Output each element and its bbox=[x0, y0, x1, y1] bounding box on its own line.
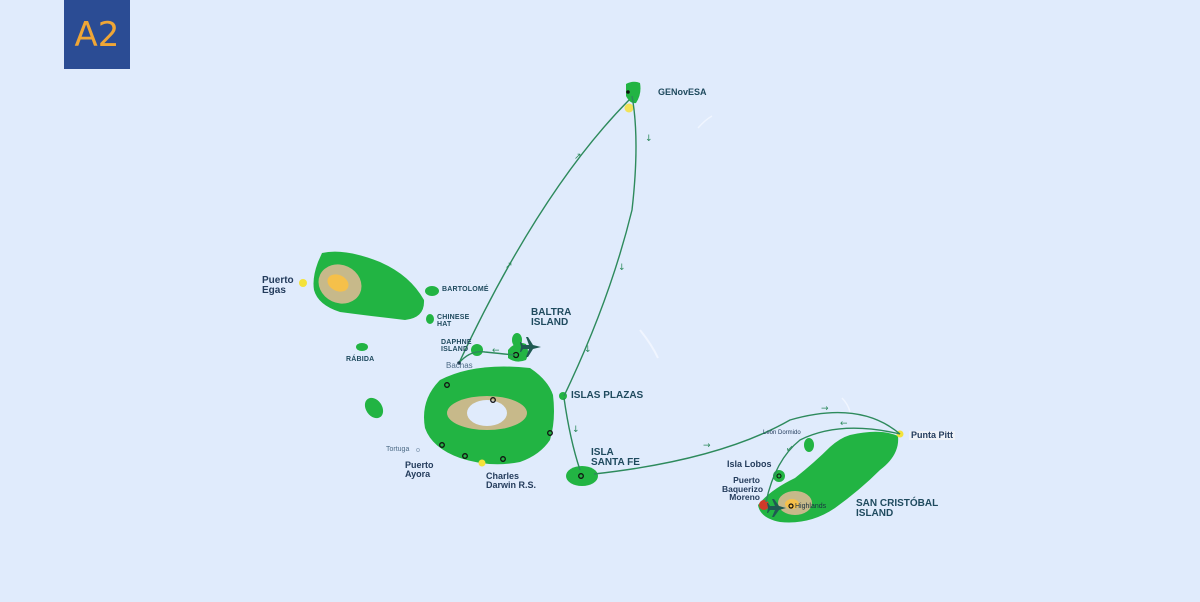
svg-text:←: ← bbox=[840, 419, 848, 429]
santa-fe-island bbox=[566, 466, 598, 486]
genovesa-stop-marker bbox=[624, 103, 634, 113]
baltra-label: BALTRA ISLAND bbox=[531, 307, 572, 328]
puerto-baquerizo-label: Puerto Baquerizo Moreno bbox=[722, 475, 764, 502]
charles-darwin-marker bbox=[478, 459, 486, 467]
daphne-island bbox=[471, 344, 483, 356]
tortuga-marker bbox=[416, 448, 420, 452]
leon-dormido-label: León Dormido bbox=[763, 430, 801, 436]
bachas-label: Bachas bbox=[446, 361, 473, 370]
san-cristobal-label: SAN CRISTÓBAL ISLAND bbox=[856, 498, 939, 519]
islas-plazas-label: ISLAS PLAZAS bbox=[571, 390, 644, 401]
badge-label: A2 bbox=[74, 14, 120, 55]
isla-lobos-label: Isla Lobos bbox=[727, 459, 772, 469]
airplane-icon bbox=[520, 337, 541, 357]
bartolome-label: BARTOLOMÉ bbox=[442, 286, 489, 293]
svg-text:↙: ↙ bbox=[786, 444, 794, 454]
cruise-route bbox=[458, 95, 901, 503]
genovesa-label: GENovESA bbox=[658, 87, 707, 97]
bartolome-island bbox=[425, 286, 439, 296]
svg-text:→: → bbox=[821, 404, 829, 414]
punta-pitt-label: Punta Pitt bbox=[909, 430, 955, 440]
puerto-egas-label: Puerto Egas bbox=[262, 275, 294, 296]
santa-fe-label: ISLA SANTA FE bbox=[591, 447, 640, 468]
svg-text:↗: ↗ bbox=[574, 152, 582, 162]
puerto-egas-marker bbox=[299, 279, 307, 287]
puerto-baquerizo-marker bbox=[759, 500, 769, 510]
svg-text:↓: ↓ bbox=[618, 263, 626, 273]
chinese-hat-island bbox=[426, 314, 434, 324]
daphne-label: DAPHNE ISLAND bbox=[441, 339, 472, 353]
santiago-island bbox=[313, 251, 425, 320]
svg-text:↓: ↓ bbox=[572, 425, 580, 435]
rabida-label: RÁBIDA bbox=[346, 356, 375, 363]
map-badge: A2 bbox=[64, 0, 130, 69]
highlands-label: Highlands bbox=[795, 503, 827, 510]
tortuga-label: Tortuga bbox=[386, 446, 410, 453]
genovesa-island bbox=[626, 81, 641, 104]
svg-text:←: ← bbox=[492, 346, 500, 356]
rabida-island bbox=[356, 343, 368, 351]
svg-text:↗: ↗ bbox=[505, 261, 513, 271]
bachas-marker bbox=[457, 361, 461, 365]
charles-darwin-label: Charles Darwin R.S. bbox=[486, 471, 537, 490]
chinese-hat-label: CHINESE HAT bbox=[437, 314, 470, 328]
route-arrows: ↗ ↗ ↓ ↓ ↓ ↓ ← → → ← ↙ bbox=[492, 134, 848, 454]
santa-cruz-island bbox=[424, 366, 554, 465]
svg-text:↓: ↓ bbox=[645, 134, 653, 144]
airplane-icon bbox=[767, 499, 786, 517]
svg-text:→: → bbox=[703, 441, 711, 451]
pinzon-island bbox=[364, 397, 384, 419]
puerto-ayora-label: Puerto Ayora bbox=[405, 460, 434, 479]
svg-text:↓: ↓ bbox=[584, 345, 592, 355]
